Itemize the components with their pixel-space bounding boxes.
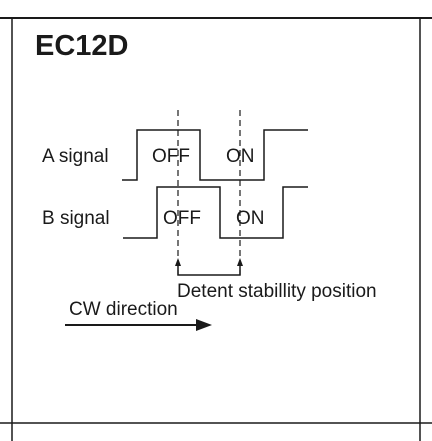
a-signal-label: A signal <box>42 146 109 167</box>
detent-arrow-left <box>175 258 181 266</box>
b-signal-on-label: ON <box>236 208 265 229</box>
detent-label: Detent stabillity position <box>177 281 377 302</box>
b-signal-waveform <box>123 186 308 239</box>
figure-title: EC12D <box>35 30 129 62</box>
cw-direction-arrow-head <box>196 319 212 331</box>
detent-arrow-right <box>237 258 243 266</box>
a-signal-waveform <box>122 129 308 181</box>
a-signal-off-label: OFF <box>152 146 190 167</box>
b-signal-label: B signal <box>42 208 110 229</box>
detent-bracket <box>177 262 241 276</box>
direction-label: CW direction <box>69 299 178 320</box>
a-signal-on-label: ON <box>226 146 255 167</box>
b-signal-off-label: OFF <box>163 208 201 229</box>
